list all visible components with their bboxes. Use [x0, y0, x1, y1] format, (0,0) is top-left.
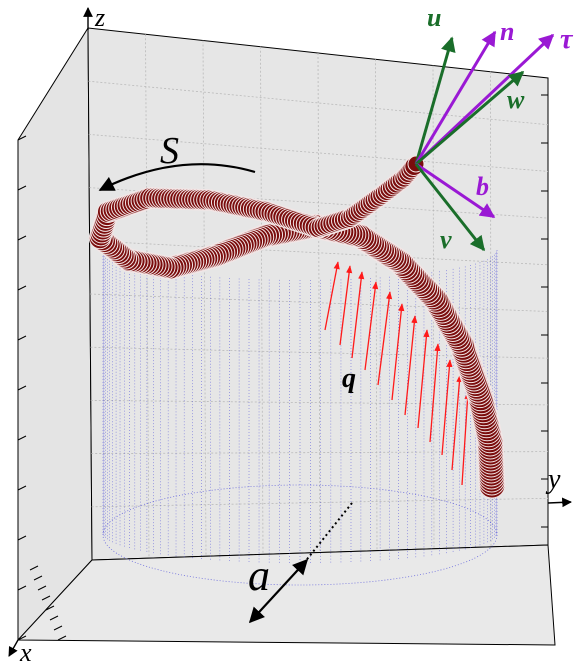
axis-y-arrow — [547, 497, 572, 508]
grid-line — [89, 293, 549, 312]
tick-mark — [17, 585, 27, 591]
grid-line — [260, 46, 264, 555]
grid-line — [202, 40, 207, 557]
load-arrow — [339, 265, 353, 346]
grid-line — [91, 451, 549, 455]
tick-mark — [17, 185, 27, 191]
back-wall-left — [17, 26, 93, 642]
vector-b-arrow — [415, 162, 496, 219]
tick-mark — [57, 635, 67, 641]
tick-mark — [17, 285, 27, 291]
axis-x-arrow — [8, 639, 19, 657]
vector-tau-label: τ — [560, 24, 574, 55]
tick-mark — [17, 635, 27, 641]
grid-line — [91, 497, 549, 508]
tick-mark — [17, 485, 27, 491]
load-arrow — [451, 374, 463, 471]
tick-mark — [17, 135, 27, 141]
grid-line — [88, 134, 549, 172]
tick-marks — [17, 94, 548, 641]
tick-mark — [17, 435, 27, 441]
load-arrow — [364, 281, 379, 371]
cylinder-base-ellipse — [102, 484, 498, 586]
grid-lines — [88, 34, 549, 559]
load-arrow — [404, 315, 418, 416]
axis-y-label: y — [545, 464, 561, 495]
load-arrow — [441, 359, 453, 456]
tick-mark — [17, 385, 27, 391]
vector-u-label: u — [427, 3, 441, 32]
vector-v-label: v — [440, 225, 452, 254]
vector-w-label: w — [507, 85, 525, 114]
load-arrow — [461, 391, 471, 486]
load-label: q — [342, 363, 356, 394]
tick-mark — [37, 585, 47, 591]
tick-mark — [45, 605, 55, 611]
tick-mark — [41, 595, 51, 601]
tick-mark — [17, 335, 27, 341]
vector-n-arrow — [414, 30, 497, 165]
load-arrow — [324, 261, 340, 331]
tick-mark — [17, 235, 27, 241]
vector-v-arrow — [414, 163, 486, 252]
tick-mark — [33, 575, 43, 581]
vector-b-label: b — [476, 172, 489, 201]
tick-mark — [53, 625, 63, 631]
axis-z-label: z — [94, 3, 105, 32]
tick-mark — [49, 615, 59, 621]
double-arrow-icon — [248, 558, 309, 624]
axis-x-label: x — [19, 638, 32, 663]
load-arrow — [417, 329, 430, 429]
rotation-label: S — [160, 130, 179, 172]
distributed-load-arrows — [324, 261, 471, 486]
tick-mark — [29, 565, 39, 571]
axis-box — [16, 26, 556, 646]
load-arrow — [429, 343, 441, 443]
local-frame — [414, 30, 555, 252]
rod-tube — [88, 155, 506, 499]
tick-mark — [17, 535, 27, 541]
curved-arrow-icon — [98, 163, 256, 191]
vector-n-label: n — [500, 17, 514, 46]
floor — [16, 544, 556, 646]
vector-u-arrow — [414, 36, 456, 165]
radius-dotted-line — [299, 502, 353, 569]
grid-line — [89, 240, 549, 266]
grid-line — [375, 59, 378, 551]
load-arrow — [377, 291, 393, 386]
radius-label: a — [248, 551, 270, 600]
cylinder-surface — [102, 250, 498, 586]
load-arrow — [391, 303, 405, 401]
load-arrow — [351, 271, 365, 359]
vector-w-arrow — [415, 70, 525, 166]
